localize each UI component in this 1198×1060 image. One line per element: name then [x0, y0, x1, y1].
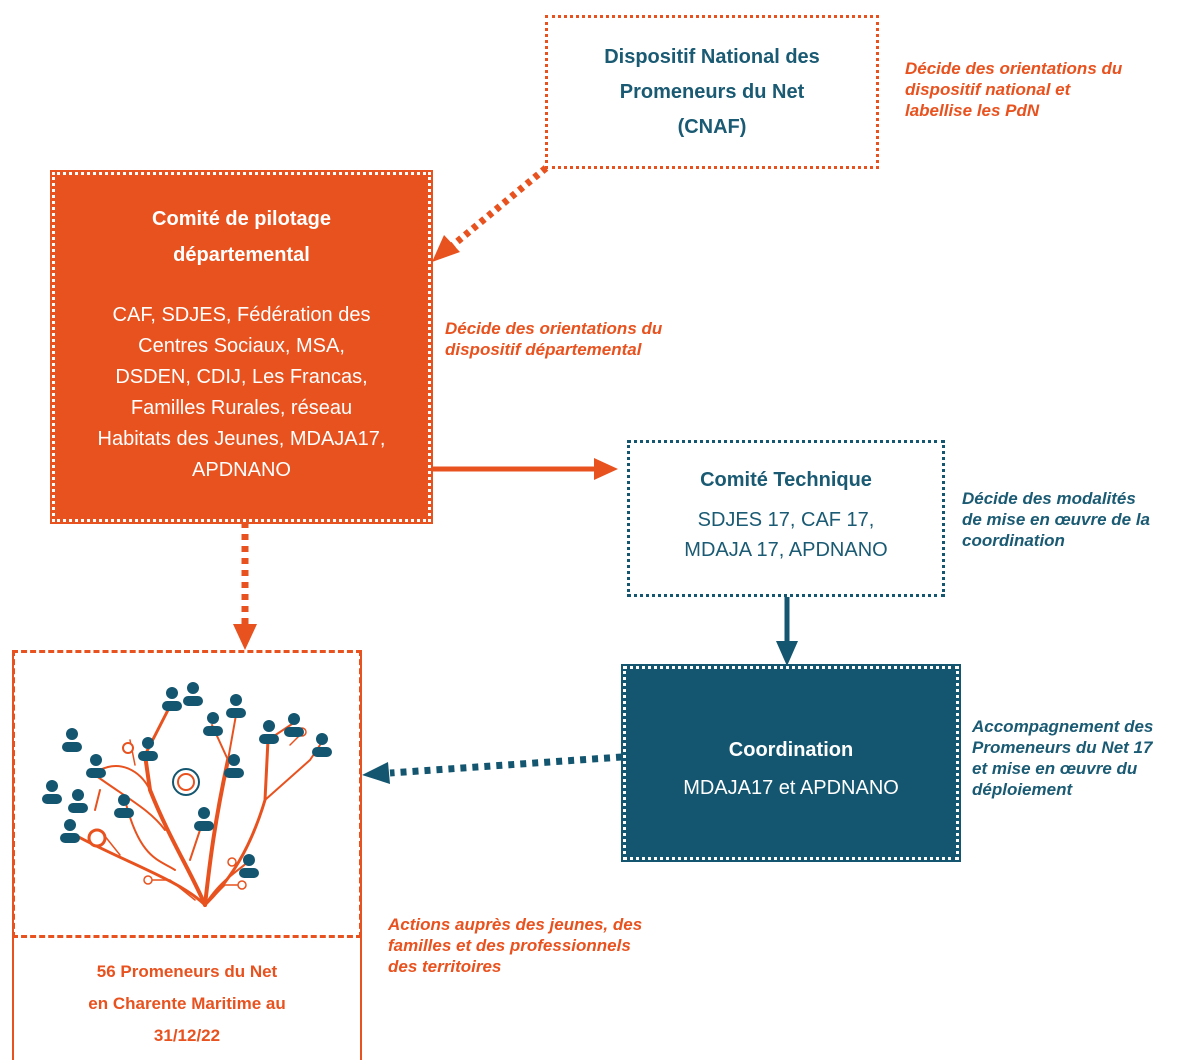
note-national: Décide des orientations du dispositif na… — [905, 59, 1123, 120]
person-icon — [224, 754, 244, 778]
promeneurs-caption: 56 Promeneurs du Net en Charente Maritim… — [88, 962, 286, 1045]
person-icon — [284, 713, 304, 737]
person-icon — [62, 728, 82, 752]
arrow-pilotage-to-technique — [430, 458, 618, 480]
arrow-coordination-to-promeneurs — [362, 753, 623, 784]
note-promeneurs: Actions auprès des jeunes, des familles … — [388, 915, 643, 976]
person-icon — [183, 682, 203, 706]
note-coordination: Accompagnement des Promeneurs du Net 17 … — [972, 717, 1154, 799]
node-comite-pilotage-title: Comité de pilotage départemental — [152, 208, 331, 266]
arrow-national-to-pilotage — [432, 165, 549, 262]
person-icon — [194, 807, 214, 831]
person-icon — [86, 754, 106, 778]
node-comite-pilotage-members: CAF, SDJES, Fédération des Centres Socia… — [97, 304, 386, 481]
node-coordination: Coordination MDAJA17 et APDNANO — [621, 664, 961, 862]
node-coordination-members: MDAJA17 et APDNANO — [683, 777, 899, 799]
node-comite-pilotage: Comité de pilotage départemental CAF, SD… — [50, 170, 433, 524]
note-pilotage: Décide des orientations du dispositif dé… — [445, 319, 663, 359]
person-icon — [259, 720, 279, 744]
person-icon — [226, 694, 246, 718]
node-dispositif-national: Dispositif National des Promeneurs du Ne… — [545, 15, 879, 169]
person-icon — [60, 819, 80, 843]
node-coordination-title: Coordination — [728, 739, 854, 761]
person-icon — [203, 712, 223, 736]
node-comite-technique: Comité Technique SDJES 17, CAF 17, MDAJA… — [627, 440, 945, 597]
person-icon — [162, 687, 182, 711]
node-comite-technique-title: Comité Technique — [700, 469, 872, 491]
node-dispositif-national-title: Dispositif National des Promeneurs du Ne… — [604, 46, 820, 138]
person-icon — [138, 737, 158, 761]
person-icon — [312, 733, 332, 757]
person-icon — [114, 794, 134, 818]
arrow-technique-to-coordination — [776, 597, 798, 666]
node-comite-technique-members: SDJES 17, CAF 17, MDAJA 17, APDNANO — [684, 509, 888, 561]
note-technique: Décide des modalités de mise en œuvre de… — [962, 489, 1151, 550]
person-icon — [239, 854, 259, 878]
person-icon — [42, 780, 62, 804]
person-icon — [68, 789, 88, 813]
speech-bubble-icon — [172, 768, 200, 796]
illustration-frame — [12, 650, 362, 938]
arrow-pilotage-to-promeneurs — [233, 522, 257, 650]
